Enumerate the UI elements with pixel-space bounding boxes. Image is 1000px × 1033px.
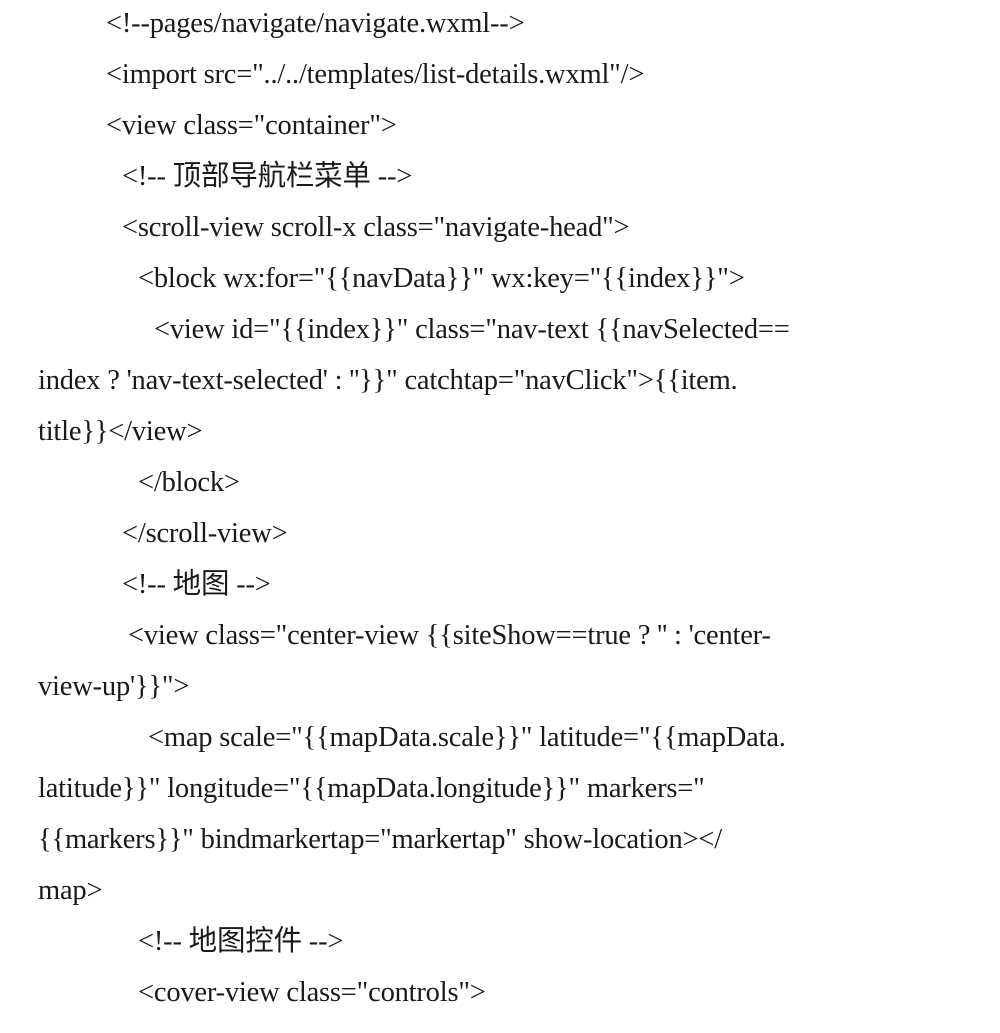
code-line: </scroll-view>	[122, 518, 288, 549]
code-line: map>	[38, 875, 103, 906]
code-comment-line: <!-- 地图 -->	[122, 569, 271, 600]
code-line: index ? 'nav-text-selected' : ''}}" catc…	[38, 365, 738, 396]
code-line: title}}</view>	[38, 416, 203, 447]
code-line: {{markers}}" bindmarkertap="markertap" s…	[38, 824, 722, 855]
code-comment-line: <!-- 顶部导航栏菜单 -->	[122, 161, 413, 192]
code-line: <block wx:for="{{navData}}" wx:key="{{in…	[138, 263, 745, 294]
code-line: </block>	[138, 467, 240, 498]
code-line: view-up'}}">	[38, 671, 190, 702]
code-line: <cover-view class="controls">	[138, 977, 486, 1008]
code-line: <view class="container">	[106, 110, 397, 141]
code-line: <scroll-view scroll-x class="navigate-he…	[122, 212, 630, 243]
code-line: <view id="{{index}}" class="nav-text {{n…	[154, 314, 790, 345]
code-line: latitude}}" longitude="{{mapData.longitu…	[38, 773, 705, 804]
code-comment-line: <!-- 地图控件 -->	[138, 926, 344, 957]
code-line: <import src="../../templates/list-detail…	[106, 59, 645, 90]
code-line: <!--pages/navigate/navigate.wxml-->	[106, 8, 525, 39]
code-line: <view class="center-view {{siteShow==tru…	[128, 620, 771, 651]
code-line: <map scale="{{mapData.scale}}" latitude=…	[148, 722, 786, 753]
